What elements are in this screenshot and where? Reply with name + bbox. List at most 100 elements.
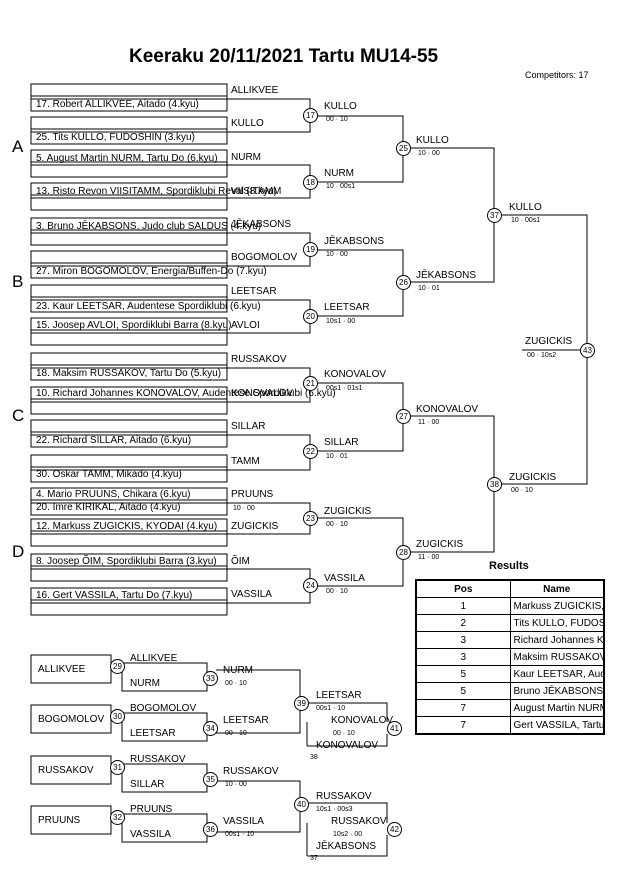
match-number: 41 [387, 721, 402, 736]
rep-entry: ALLIKVEE [38, 664, 86, 675]
rep-opponent: PRUUNS [130, 804, 173, 815]
rep-opponent: BOGOMOLOV [130, 703, 197, 714]
r2-winner: KULLO [324, 101, 357, 112]
entry-11: 22. Richard SILLAR, Aitado (6.kyu) [36, 435, 192, 446]
match-number: 32 [110, 810, 125, 825]
match-number: 28 [396, 545, 411, 560]
r1-winner-label: ZUGICKIS [231, 521, 279, 532]
r1-winner-label: RUSSAKOV [231, 354, 287, 365]
rep-r2-winner: NURM [223, 665, 253, 676]
competitor-count: Competitors: 17 [525, 70, 589, 80]
rep-ref: 38 [310, 754, 318, 761]
match-number: 30 [110, 709, 125, 724]
r2-winner: NURM [324, 168, 354, 179]
r1-winner-label: VASSILA [231, 589, 272, 600]
match-number: 34 [203, 721, 218, 736]
results-header-pos: Pos [415, 579, 511, 598]
match-number: 33 [203, 671, 218, 686]
match-number: 26 [396, 275, 411, 290]
r3-winner: KONOVALOV [416, 404, 479, 415]
match-number: 22 [303, 444, 318, 459]
rep-opponent: SILLAR [130, 779, 165, 790]
r2-winner: VASSILA [324, 573, 365, 584]
r3-winner: KULLO [416, 135, 449, 146]
entry-8: 15. Joosep AVLOI, Spordiklubi Barra (8.k… [36, 320, 232, 331]
r2-winner: SILLAR [324, 437, 359, 448]
match-number: 17 [303, 108, 318, 123]
rep-r2-score: 00 · 10 [225, 680, 247, 687]
entry-4: 13. Risto Revon VIISITAMM, Spordiklubi R… [36, 186, 278, 197]
entry-3: 5. August Martin NURM, Tartu Do (6.kyu) [36, 153, 218, 164]
rep-r3-score: 10s1 · 00s3 [316, 806, 353, 813]
r1-winner-label: JĒKABSONS [231, 219, 292, 230]
r1-winner-label: LEETSAR [231, 286, 277, 297]
pool-b-label: B [12, 272, 24, 291]
r1-winner-label: BOGOMOLOV [231, 252, 298, 263]
entry-6: 27. Miron BOGOMOLOV, Energia/Buffen-Do (… [36, 266, 267, 277]
match-number: 43 [580, 343, 595, 358]
rep-r2-score: 00 · 10 [225, 730, 247, 737]
match-number: 36 [203, 822, 218, 837]
rep-opponent: ALLIKVEE [130, 653, 178, 664]
r2-winner: LEETSAR [324, 302, 370, 313]
r1-winner-label: VIISITAMM [231, 186, 282, 197]
match-number: 27 [396, 409, 411, 424]
r2-score: 10 · 00 [326, 251, 348, 258]
r1-score: 10 · 00 [233, 505, 255, 512]
rep-final-score: 00 · 10 [333, 730, 355, 737]
rep-final-opponent: KONOVALOV [316, 740, 379, 751]
results-title: Results [489, 560, 529, 572]
semi-score: 00 · 10 [511, 487, 533, 494]
final-score: 00 · 10s2 [527, 352, 557, 359]
rep-r3-winner: RUSSAKOV [316, 791, 372, 802]
r2-score: 00 · 10 [326, 116, 348, 123]
r1-winner-label: PRUUNS [231, 489, 274, 500]
r2-winner: ZUGICKIS [324, 506, 372, 517]
r1-winner-label: NURM [231, 152, 261, 163]
rep-r3-score: 00s1 · 10 [316, 705, 346, 712]
match-number: 42 [387, 822, 402, 837]
entry-16: 8. Joosep ÕIM, Spordiklubi Barra (3.kyu) [36, 556, 217, 567]
rep-r2-score: 10 · 00 [225, 781, 247, 788]
rep-opponent: RUSSAKOV [130, 754, 186, 765]
match-number: 38 [487, 477, 502, 492]
match-number: 35 [203, 772, 218, 787]
match-number: 18 [303, 175, 318, 190]
r3-winner: JĒKABSONS [416, 270, 477, 281]
rep-r2-winner: RUSSAKOV [223, 766, 279, 777]
rep-final-winner: RUSSAKOV [331, 816, 387, 827]
match-number: 29 [110, 659, 125, 674]
match-number: 31 [110, 760, 125, 775]
r2-score: 10 · 01 [326, 453, 348, 460]
entry-5: 3. Bruno JĒKABSONS, Judo club SALDUS (4.… [36, 221, 262, 232]
rep-opponent: NURM [130, 678, 160, 689]
entry-13: 4. Mario PRUUNS, Chikara (6.kyu) [36, 489, 191, 500]
rep-r3-winner: LEETSAR [316, 690, 362, 701]
pool-a-label: A [12, 137, 24, 156]
match-number: 23 [303, 511, 318, 526]
r3-winner: ZUGICKIS [416, 539, 464, 550]
r2-score: 00 · 10 [326, 521, 348, 528]
r2-winner: JĒKABSONS [324, 236, 385, 247]
rep-entry: RUSSAKOV [38, 765, 94, 776]
r1-winner-label: TAMM [231, 456, 260, 467]
semi-winner: KULLO [509, 202, 542, 213]
match-number: 19 [303, 242, 318, 257]
rep-final-opponent: JĒKABSONS [316, 841, 377, 852]
rep-r2-winner: VASSILA [223, 816, 264, 827]
match-number: 20 [303, 309, 318, 324]
r1-winner-label: ALLIKVEE [231, 85, 279, 96]
r3-score: 10 · 00 [418, 150, 440, 157]
results-header-name: Name [509, 579, 605, 598]
r3-score: 10 · 01 [418, 285, 440, 292]
r1-winner-label: SILLAR [231, 421, 266, 432]
pool-c-label: C [12, 406, 25, 425]
